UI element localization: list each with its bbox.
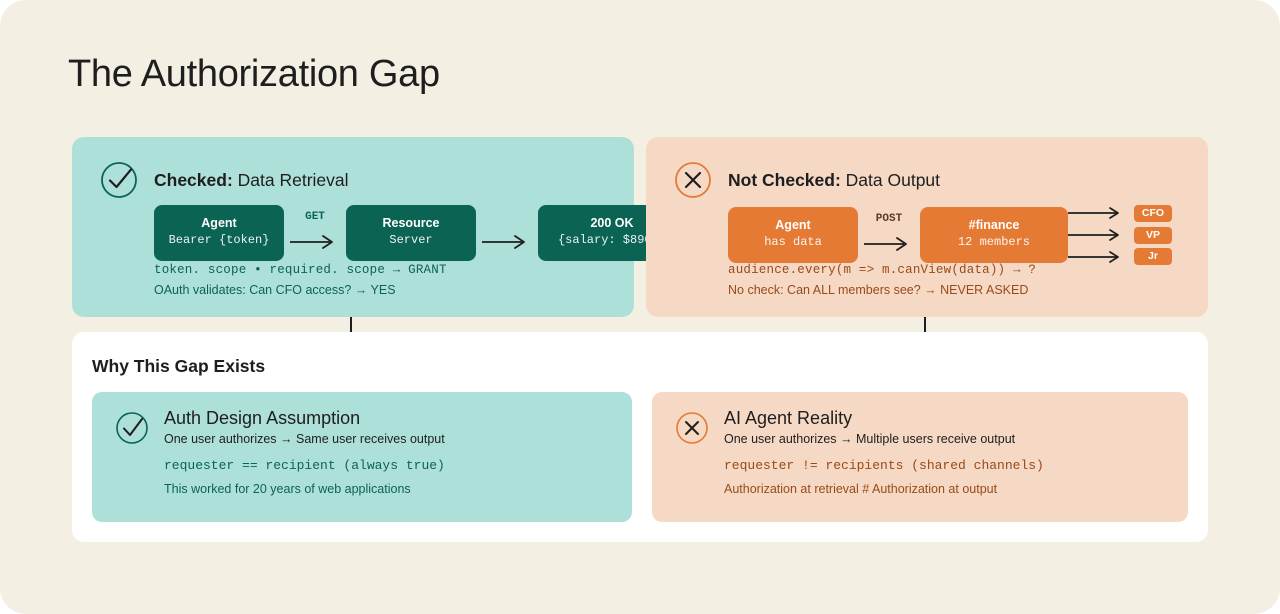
- why-this-gap-exists-section: Why This Gap Exists Auth Design Assumpti…: [72, 332, 1208, 542]
- panel-not-checked-title-strong: Not Checked:: [728, 169, 841, 190]
- flow-node-200-label: 200 OK: [590, 216, 634, 230]
- x-circle-icon: [672, 159, 714, 201]
- retrieval-flow: Agent Bearer {token} GET Resource Server: [154, 205, 686, 262]
- checked-code-line: token. scope • required. scope → GRANT: [154, 263, 447, 277]
- flow-node-agent-detail: Bearer {token}: [168, 232, 270, 247]
- card-reality-note: Authorization at retrieval # Authorizati…: [724, 482, 998, 496]
- panel-checked-title-rest: Data Retrieval: [232, 169, 349, 190]
- connector-response: [476, 211, 538, 255]
- card-assumption-subtitle: One user authorizes → Same user receives…: [164, 431, 445, 446]
- panel-checked-data-retrieval: Checked: Data Retrieval Agent Bearer {to…: [72, 137, 686, 317]
- flow-node-agent: Agent Bearer {token}: [154, 205, 284, 262]
- card-assumption-text: Auth Design Assumption One user authoriz…: [164, 408, 445, 446]
- panel-not-checked-data-output: Not Checked: Data Output Agent has data …: [646, 137, 1208, 317]
- panel-checked-title: Checked: Data Retrieval: [154, 170, 349, 191]
- connector-post: POST: [858, 213, 920, 257]
- page-title: The Authorization Gap: [68, 53, 440, 95]
- card-reality-title: AI Agent Reality: [724, 408, 853, 428]
- card-assumption-title: Auth Design Assumption: [164, 408, 361, 428]
- flow-node-finance-label: #finance: [968, 217, 1020, 232]
- not-checked-code-line: audience.every(m => m.canView(data)) → ?: [728, 263, 1037, 277]
- connector-get-label: GET: [305, 211, 325, 223]
- flow-node-200-detail: {salary: $890K}: [557, 232, 667, 247]
- flow-node-resource-label: Resource: [382, 216, 440, 230]
- x-circle-icon: [674, 410, 710, 446]
- flow-node-finance-channel: #finance 12 members: [920, 206, 1068, 263]
- flow-node-agent-label: Agent: [201, 216, 237, 230]
- panel-checked-header: Checked: Data Retrieval: [98, 159, 349, 201]
- recipient-chip-vp: VP: [1134, 226, 1172, 244]
- panel-checked-title-strong: Checked:: [154, 169, 233, 190]
- card-reality-header: AI Agent Reality One user authorizes → M…: [674, 408, 1015, 446]
- check-circle-icon: [98, 159, 140, 201]
- card-reality-subtitle: One user authorizes → Multiple users rec…: [724, 431, 1016, 446]
- why-section-heading: Why This Gap Exists: [92, 356, 266, 376]
- output-flow: Agent has data POST #finance 12 members: [728, 205, 1172, 265]
- checked-caption-line: OAuth validates: Can CFO access? → YES: [154, 283, 396, 297]
- fanout-arrows-icon: [1068, 207, 1119, 263]
- flow-node-finance-detail: 12 members: [957, 234, 1030, 249]
- flow-node-agent-out-detail: has data: [764, 234, 822, 249]
- arrow-right-icon: [864, 237, 907, 251]
- check-circle-icon: [114, 410, 150, 446]
- card-assumption-header: Auth Design Assumption One user authoriz…: [114, 408, 445, 446]
- flow-node-agent-out-label: Agent: [775, 217, 811, 232]
- panel-not-checked-title-rest: Data Output: [840, 169, 941, 190]
- flow-node-resource-server: Resource Server: [346, 205, 476, 262]
- recipient-chip-cfo: CFO: [1134, 205, 1172, 222]
- panel-not-checked-header: Not Checked: Data Output: [672, 159, 940, 201]
- connector-get: GET: [284, 211, 346, 255]
- flow-node-resource-detail: Server: [389, 232, 433, 247]
- card-assumption-note: This worked for 20 years of web applicat…: [164, 482, 411, 496]
- arrow-right-icon: [290, 235, 333, 249]
- panel-not-checked-title: Not Checked: Data Output: [728, 170, 940, 191]
- not-checked-caption-line: No check: Can ALL members see? → NEVER A…: [728, 283, 1029, 297]
- card-assumption-code: requester == recipient (always true): [164, 458, 445, 473]
- card-auth-design-assumption: Auth Design Assumption One user authoriz…: [92, 392, 632, 522]
- card-reality-code: requester != recipients (shared channels…: [724, 458, 1044, 473]
- recipient-chip-jr: Jr: [1134, 248, 1172, 265]
- recipient-chip-list: CFO VP Jr: [1134, 205, 1172, 265]
- flow-node-agent-out: Agent has data: [728, 206, 858, 263]
- connector-post-label: POST: [875, 213, 903, 225]
- recipient-fanout: CFO VP Jr: [1068, 205, 1172, 265]
- card-ai-agent-reality: AI Agent Reality One user authorizes → M…: [652, 392, 1188, 522]
- card-reality-text: AI Agent Reality One user authorizes → M…: [724, 408, 1015, 446]
- arrow-right-icon: [482, 235, 525, 249]
